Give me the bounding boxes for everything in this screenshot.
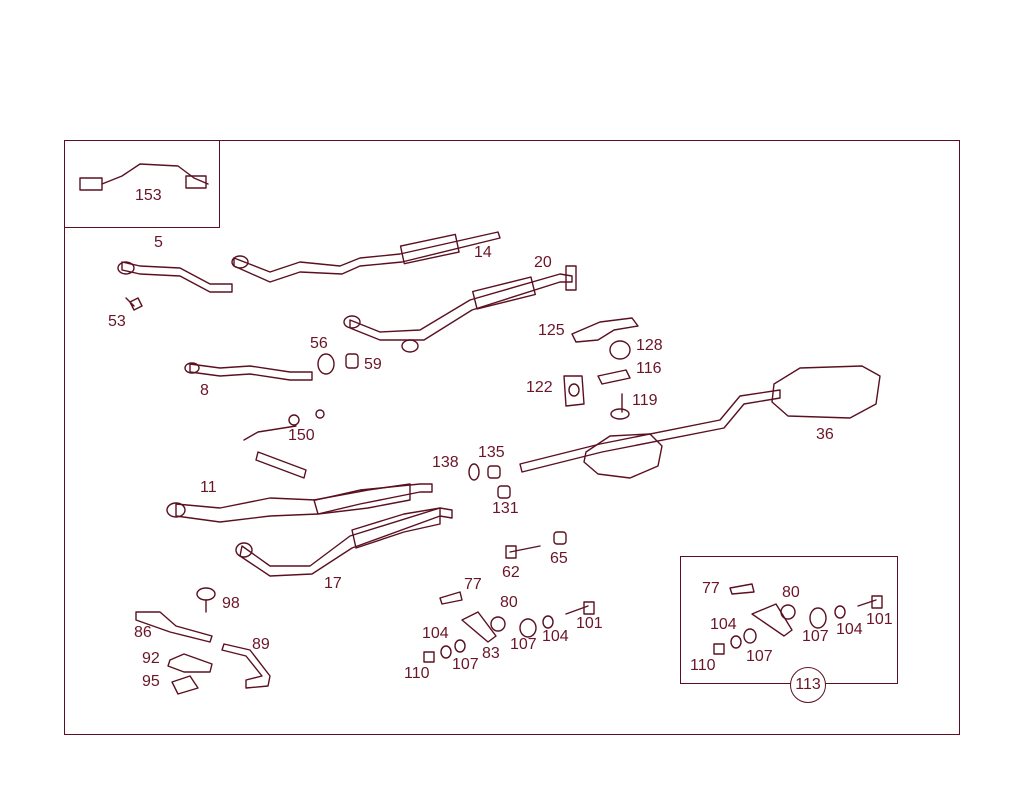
part-122-mount	[563, 375, 585, 407]
label-53: 53	[108, 313, 126, 330]
diagram-frame	[64, 140, 960, 735]
label-131: 131	[492, 500, 519, 517]
part-101-bolt	[565, 601, 595, 615]
label-59: 59	[364, 356, 382, 373]
part-150-sensor	[243, 409, 325, 479]
inset-box-113	[680, 556, 898, 684]
label-110: 110	[404, 665, 430, 682]
part-65-nut	[553, 531, 567, 545]
part-17-catalyst-pipe	[235, 507, 453, 577]
part-125-bracket	[571, 317, 639, 343]
part-14-pipe	[231, 231, 501, 283]
inset-callout-113: 113	[790, 667, 826, 703]
inset-label-107-a: 107	[802, 628, 829, 645]
part-131-ring	[497, 485, 511, 499]
part-11-catalyst-pipe	[166, 483, 433, 523]
part-5-front-pipe	[117, 261, 233, 293]
inset-label-107-b: 107	[746, 648, 773, 665]
part-153-oxygen-sensor	[79, 163, 209, 191]
label-92: 92	[142, 650, 160, 667]
label-122: 122	[526, 379, 553, 396]
label-104: 104	[422, 625, 449, 642]
part-77-clip	[439, 591, 463, 605]
label-107-b: 107	[452, 656, 479, 673]
part-36-rear-muffler	[519, 365, 881, 479]
label-153: 153	[135, 187, 162, 204]
label-138: 138	[432, 454, 459, 471]
label-77: 77	[464, 576, 482, 593]
part-83-bracket	[461, 611, 497, 643]
part-104-washer	[440, 615, 554, 659]
part-56-gasket	[317, 353, 335, 375]
label-5: 5	[154, 234, 163, 251]
label-101: 101	[576, 615, 603, 632]
label-116: 116	[636, 360, 662, 377]
part-89-bracket	[221, 643, 271, 689]
label-150: 150	[288, 427, 315, 444]
label-65: 65	[550, 550, 568, 567]
part-110-bolt	[423, 651, 435, 663]
label-8: 8	[200, 382, 209, 399]
label-20: 20	[534, 254, 552, 271]
label-95: 95	[142, 673, 160, 690]
label-83: 83	[482, 645, 500, 662]
part-95-clamp	[171, 675, 199, 695]
label-89: 89	[252, 636, 270, 653]
label-135: 135	[478, 444, 505, 461]
label-80: 80	[500, 594, 518, 611]
inset-label-80: 80	[782, 584, 800, 601]
inset-parts-113	[713, 583, 883, 655]
part-135-ring	[487, 465, 501, 479]
label-56: 56	[310, 335, 328, 352]
part-59-nut	[345, 353, 359, 369]
label-107-a: 107	[510, 636, 537, 653]
part-116-clamp	[597, 369, 631, 385]
part-20-pipe	[343, 265, 577, 353]
label-14: 14	[474, 244, 492, 261]
inset-label-101: 101	[866, 611, 893, 628]
inset-label-104-b: 104	[836, 621, 863, 638]
inset-label-104: 104	[710, 616, 737, 633]
label-11: 11	[200, 479, 217, 496]
part-98-bolt	[196, 587, 216, 613]
label-36: 36	[816, 426, 834, 443]
part-62-bolt	[505, 545, 541, 559]
inset-label-110: 110	[690, 657, 716, 674]
label-104-b: 104	[542, 628, 569, 645]
part-86-bracket	[135, 611, 213, 643]
part-80-nut	[490, 616, 506, 632]
inset-box-153	[64, 140, 220, 228]
part-128-nut	[609, 340, 631, 360]
label-128: 128	[636, 337, 663, 354]
part-92-clamp	[167, 653, 213, 673]
label-98: 98	[222, 595, 240, 612]
part-138-gasket	[468, 463, 480, 481]
inset-label-77: 77	[702, 580, 720, 597]
label-125: 125	[538, 322, 565, 339]
label-119: 119	[632, 392, 658, 409]
part-107-rubber	[454, 618, 537, 653]
part-119-bolt	[610, 393, 630, 420]
label-17: 17	[324, 575, 342, 592]
part-53-bolt	[125, 297, 143, 311]
part-8-pipe	[184, 362, 313, 381]
label-62: 62	[502, 564, 520, 581]
label-86: 86	[134, 624, 152, 641]
